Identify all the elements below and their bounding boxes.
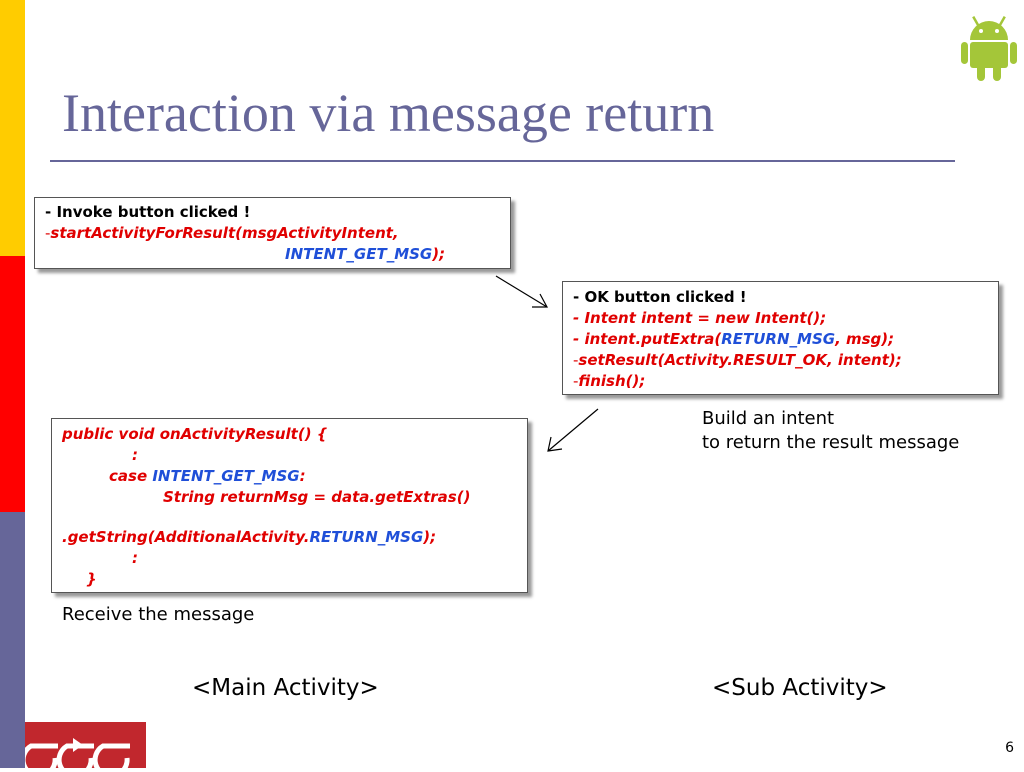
code-const-return-msg: RETURN_MSG: [721, 330, 836, 348]
code-close-paren: );: [432, 245, 446, 263]
note-build-intent: Build an intent to return the result mes…: [702, 407, 959, 455]
accent-bar-red: [0, 256, 25, 512]
eee-logo-mark: [20, 738, 130, 772]
arrow-ok-to-result-head: [547, 436, 563, 452]
code-get-string-tail: );: [423, 528, 437, 546]
arrow-invoke-to-ok-head: [532, 293, 549, 308]
page-number: 6: [1005, 740, 1014, 756]
arrow-invoke-to-ok: [495, 275, 548, 308]
code-close-brace: }: [86, 570, 97, 588]
code-put-extra-tail: , msg);: [835, 330, 895, 348]
code-ellipsis: :: [132, 446, 138, 464]
code-case-colon: :: [299, 467, 306, 485]
code-return-msg: String returnMsg = data.getExtras(): [163, 488, 471, 506]
code-finish: finish();: [578, 372, 646, 390]
code-const-intent-get-msg: INTENT_GET_MSG: [285, 245, 433, 263]
slide-title: Interaction via message return: [62, 83, 715, 143]
accent-bar-purple: [0, 512, 25, 768]
arrow-ok-to-result: [547, 408, 599, 452]
code-box-invoke: - Invoke button clicked ! -startActivity…: [34, 197, 511, 269]
code-set-result: setResult(Activity.RESULT_OK, intent);: [578, 351, 902, 369]
label-sub-activity: <Sub Activity>: [712, 675, 888, 701]
code-put-extra: - intent.putExtra(: [573, 330, 722, 348]
eee-logo: [20, 722, 146, 772]
ok-heading: - OK button clicked !: [573, 288, 747, 306]
code-start-activity: startActivityForResult(msgActivityIntent…: [50, 224, 399, 242]
code-get-string: .getString(AdditionalActivity.: [62, 528, 310, 546]
code-on-activity-result: public void onActivityResult() {: [62, 425, 328, 443]
label-main-activity: <Main Activity>: [192, 675, 379, 701]
code-ellipsis: :: [132, 549, 138, 567]
code-const-return-msg: RETURN_MSG: [309, 528, 424, 546]
note-build-line-1: Build an intent: [702, 408, 835, 429]
note-build-line-2: to return the result message: [702, 432, 960, 453]
code-box-ok: - OK button clicked ! - Intent intent = …: [562, 281, 999, 395]
code-const-intent-get-msg: INTENT_GET_MSG: [152, 467, 300, 485]
invoke-heading: - Invoke button clicked !: [45, 203, 251, 221]
code-box-on-activity-result: public void onActivityResult() { : case …: [51, 418, 528, 593]
code-dash: -: [45, 224, 51, 242]
code-dash: -: [573, 372, 579, 390]
android-robot-icon: [961, 16, 1017, 81]
code-new-intent: - Intent intent = new Intent();: [573, 309, 827, 327]
accent-bar-yellow: [0, 0, 25, 256]
code-case: case: [109, 467, 153, 485]
note-receive-message: Receive the message: [62, 604, 255, 625]
code-dash: -: [573, 351, 579, 369]
title-underline: [50, 160, 955, 162]
